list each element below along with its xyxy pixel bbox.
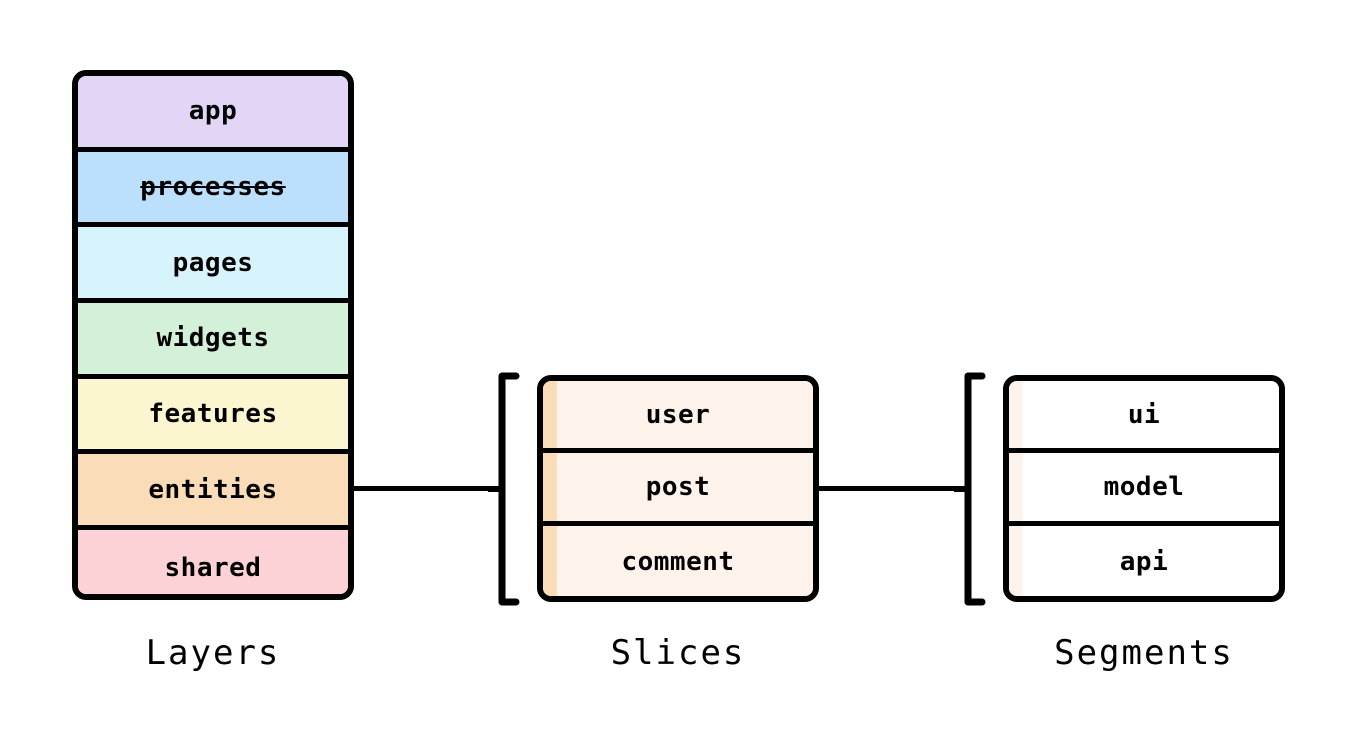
slice-accent-stripe bbox=[543, 453, 557, 521]
layer-label-widgets: widgets bbox=[156, 323, 270, 354]
slices-stack: user post comment bbox=[537, 375, 819, 602]
caption-layers: Layers bbox=[145, 633, 281, 673]
segment-accent-stripe bbox=[1009, 381, 1023, 449]
segment-accent-stripe bbox=[1009, 525, 1023, 596]
layer-label-app: app bbox=[188, 96, 238, 127]
connector-slices-to-segments bbox=[819, 486, 969, 491]
layer-label-entities: entities bbox=[148, 474, 278, 505]
layer-row-shared: shared bbox=[78, 530, 348, 594]
caption-segments: Segments bbox=[1054, 633, 1234, 673]
slice-row-post: post bbox=[543, 453, 813, 526]
layer-row-pages: pages bbox=[78, 227, 348, 304]
segments-stack: ui model api bbox=[1003, 375, 1285, 602]
layer-row-entities: entities bbox=[78, 454, 348, 531]
layers-stack: app processes pages widgets features ent… bbox=[72, 70, 354, 600]
layer-label-pages: pages bbox=[172, 247, 254, 278]
layer-label-shared: shared bbox=[164, 552, 262, 583]
slice-row-user: user bbox=[543, 381, 813, 454]
segment-row-model: model bbox=[1009, 453, 1279, 526]
slice-row-comment: comment bbox=[543, 525, 813, 596]
bracket-segments-icon bbox=[954, 370, 988, 608]
layer-row-features: features bbox=[78, 378, 348, 455]
slice-label-post: post bbox=[645, 471, 711, 502]
segment-row-api: api bbox=[1009, 525, 1279, 596]
segment-label-api: api bbox=[1119, 546, 1169, 577]
segment-label-model: model bbox=[1103, 471, 1185, 502]
layer-row-app: app bbox=[78, 76, 348, 152]
slice-label-user: user bbox=[645, 399, 711, 430]
slice-accent-stripe bbox=[543, 525, 557, 596]
segment-accent-stripe bbox=[1009, 453, 1023, 521]
layer-label-features: features bbox=[148, 399, 278, 430]
connector-layers-to-slices bbox=[353, 486, 503, 491]
segment-row-ui: ui bbox=[1009, 381, 1279, 454]
segment-label-ui: ui bbox=[1127, 399, 1161, 430]
slice-label-comment: comment bbox=[621, 546, 735, 577]
layer-row-widgets: widgets bbox=[78, 303, 348, 379]
slice-accent-stripe bbox=[543, 381, 557, 449]
caption-slices: Slices bbox=[610, 633, 746, 673]
layer-label-processes: processes bbox=[140, 172, 286, 203]
layer-row-processes: processes bbox=[78, 151, 348, 228]
bracket-slices-icon bbox=[488, 370, 522, 608]
